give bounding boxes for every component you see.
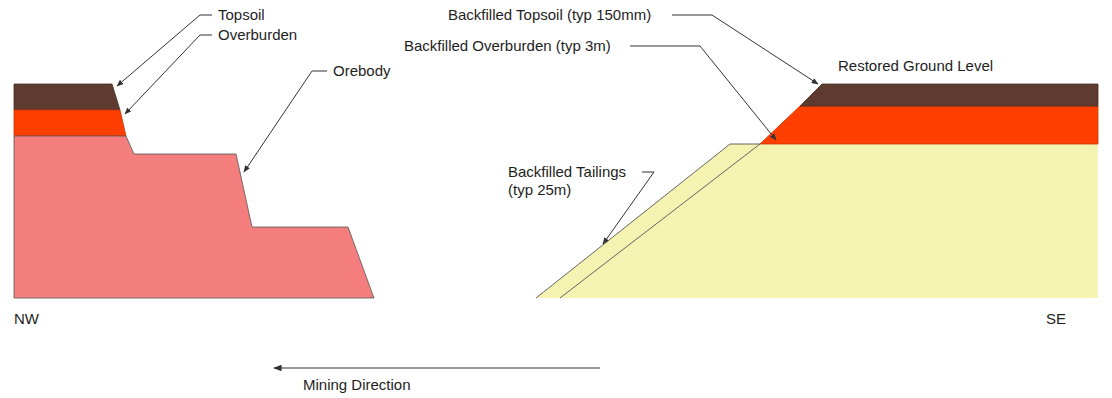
- overburden-layer: [14, 110, 126, 136]
- topsoil-layer: [14, 84, 120, 110]
- callout-label: Overburden: [218, 26, 297, 44]
- callout-label: Orebody: [333, 62, 391, 80]
- leader-line: [630, 46, 776, 140]
- callout-label: Backfilled Topsoil (typ 150mm): [448, 6, 651, 24]
- orebody: [14, 136, 374, 298]
- callout-label: Backfilled Overburden (typ 3m): [404, 37, 611, 55]
- leader-line: [244, 71, 327, 172]
- direction-arrow: [274, 367, 600, 368]
- leader-line: [672, 15, 818, 84]
- callout-label: Backfilled Tailings (typ 25m): [508, 163, 640, 199]
- leader-line: [603, 172, 654, 244]
- backfilled-overburden: [760, 106, 1098, 144]
- leader-line: [125, 35, 212, 114]
- callout-label: Topsoil: [218, 6, 265, 24]
- compass-label: NW: [14, 310, 39, 328]
- direction-label: Mining Direction: [303, 376, 411, 394]
- backfilled-topsoil: [800, 84, 1098, 106]
- compass-label: SE: [1046, 310, 1066, 328]
- callout-label: Restored Ground Level: [838, 57, 993, 75]
- leader-line: [117, 15, 212, 86]
